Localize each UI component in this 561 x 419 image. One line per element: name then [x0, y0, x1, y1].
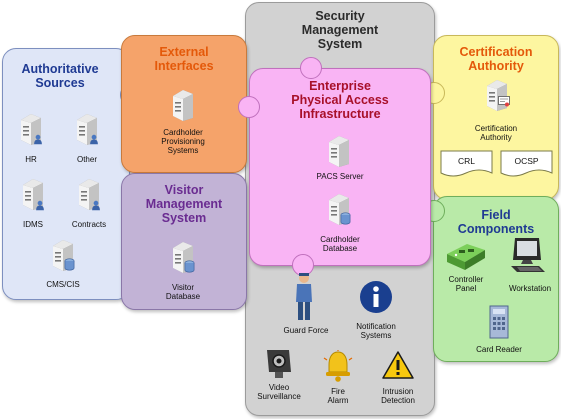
guard-force-icon: [296, 273, 312, 320]
fire-alarm-icon: [323, 350, 353, 382]
other-label: Other: [76, 155, 97, 164]
enterprise-pacs-title: Enterprise Physical Access Infrastructur…: [291, 79, 389, 121]
ocsp-document-shape: [500, 150, 553, 177]
security-management-title: Security Management System: [301, 9, 379, 51]
idms-label: IDMS: [23, 220, 43, 229]
intrusion-warning-icon: [382, 351, 414, 379]
workstation-label: Workstation: [508, 284, 552, 293]
contracts-label: Contracts: [71, 220, 107, 229]
cardholder-database-label: Cardholder Database: [320, 235, 360, 254]
guard-force-label: Guard Force: [283, 326, 329, 335]
pacs-server-label: PACS Server: [316, 172, 364, 181]
cardholder-provisioning-label: Cardholder Provisioning Systems: [161, 128, 205, 156]
visitor-management-panel: [121, 173, 247, 310]
idms-person-badge-icon: [35, 200, 45, 211]
information-icon: [360, 281, 392, 313]
visitor-database-badge-icon: [184, 260, 195, 273]
notification-systems-label: Notification Systems: [356, 322, 396, 341]
workstation-icon: [511, 238, 545, 272]
cardholder-database-badge-icon: [340, 212, 351, 225]
ocsp-label: OCSP: [514, 156, 539, 166]
card-reader-icon: [489, 305, 509, 339]
enterprise-top-connector: [300, 57, 322, 79]
visitor-database-label: Visitor Database: [165, 283, 201, 302]
field-components-title: Field Components: [457, 208, 535, 236]
intrusion-detection-label: Intrusion Detection: [381, 387, 415, 406]
crl-label: CRL: [457, 156, 475, 166]
fire-alarm-label: Fire Alarm: [327, 387, 349, 406]
enterprise-left-connector: [238, 96, 260, 118]
certification-authority-title: Certification Authority: [459, 45, 533, 73]
card-reader-label: Card Reader: [476, 345, 522, 354]
controller-panel-icon: [447, 244, 485, 270]
hr-label: HR: [25, 155, 37, 164]
certificate-badge-icon: [498, 96, 510, 107]
other-person-badge-icon: [89, 134, 99, 145]
crl-document-shape: [440, 150, 493, 177]
enterprise-pacs-panel: [249, 68, 431, 266]
controller-panel-label: Controller Panel: [448, 275, 484, 294]
video-surveillance-label: Video Surveillance: [257, 383, 301, 402]
hr-person-badge-icon: [33, 134, 43, 145]
pacs-server-icon: [326, 134, 352, 168]
external-interfaces-title: External Interfaces: [154, 45, 214, 73]
contracts-person-badge-icon: [91, 200, 101, 211]
video-surveillance-icon: [267, 350, 291, 378]
authoritative-sources-title: Authoritative Sources: [21, 62, 99, 90]
cms-label: CMS/CIS: [46, 280, 80, 289]
cms-database-badge-icon: [64, 258, 75, 271]
certification-authority-label: Certification Authority: [474, 124, 518, 143]
cardholder-provisioning-server-icon: [170, 88, 196, 122]
visitor-management-title: Visitor Management System: [145, 183, 223, 225]
